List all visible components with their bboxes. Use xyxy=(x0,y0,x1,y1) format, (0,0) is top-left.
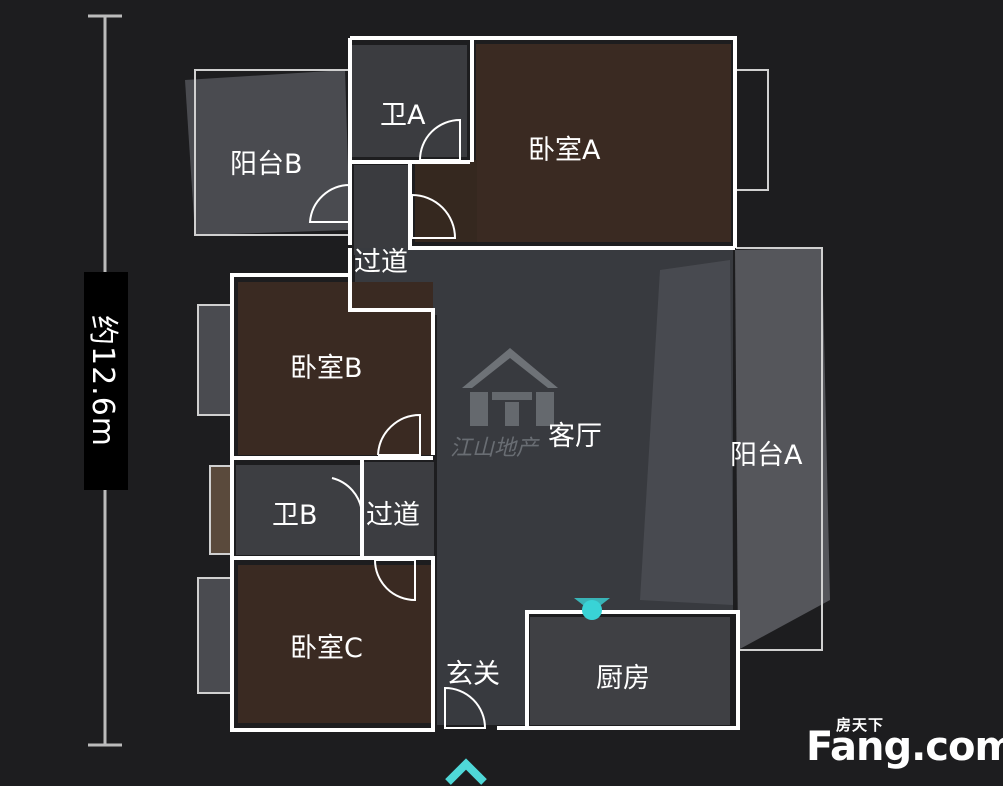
location-dot-icon xyxy=(574,598,610,620)
floor-kitchen xyxy=(530,617,730,725)
room-label-bathroom-b: 卫B xyxy=(272,500,318,531)
room-label-bedroom-b: 卧室B xyxy=(290,353,363,384)
window-outlines xyxy=(194,69,823,694)
room-label-balcony-b: 阳台B xyxy=(230,149,303,180)
floor-bedroom-c xyxy=(238,565,433,723)
dimension-label: 约12.6m xyxy=(85,314,120,448)
floor-living-room xyxy=(355,248,733,725)
dimension-line xyxy=(88,14,122,747)
door-swings xyxy=(308,118,487,729)
watermark-text: 江山地产 xyxy=(450,436,539,461)
brand-name-cn: 房天下 xyxy=(836,716,885,734)
room-label-balcony-a: 阳台A xyxy=(730,440,803,471)
room-floors xyxy=(185,44,830,725)
floor-corridor-lower xyxy=(364,462,434,557)
floor-balcony-b xyxy=(185,70,350,235)
room-label-bedroom-c: 卧室C xyxy=(290,633,363,664)
floor-bedroom-a xyxy=(476,44,731,242)
room-label-living-room: 客厅 xyxy=(548,421,602,452)
floor-bathroom-a xyxy=(352,45,467,157)
chevron-up-icon[interactable] xyxy=(444,752,488,786)
walls xyxy=(230,36,740,732)
room-label-bathroom-a: 卫A xyxy=(380,100,426,131)
room-label-corridor-upper: 过道 xyxy=(354,247,408,278)
floor-balcony-a xyxy=(735,248,830,650)
floor-corridor-upper xyxy=(354,165,410,255)
room-label-corridor-lower: 过道 xyxy=(366,500,420,531)
room-label-entrance: 玄关 xyxy=(446,659,500,690)
watermark-logo xyxy=(462,348,558,426)
brand-name-en: Fang.com xyxy=(806,724,1003,770)
room-label-kitchen: 厨房 xyxy=(596,663,650,694)
room-label-bedroom-a: 卧室A xyxy=(528,135,601,166)
dimension-badge: 约12.6m xyxy=(84,272,128,490)
